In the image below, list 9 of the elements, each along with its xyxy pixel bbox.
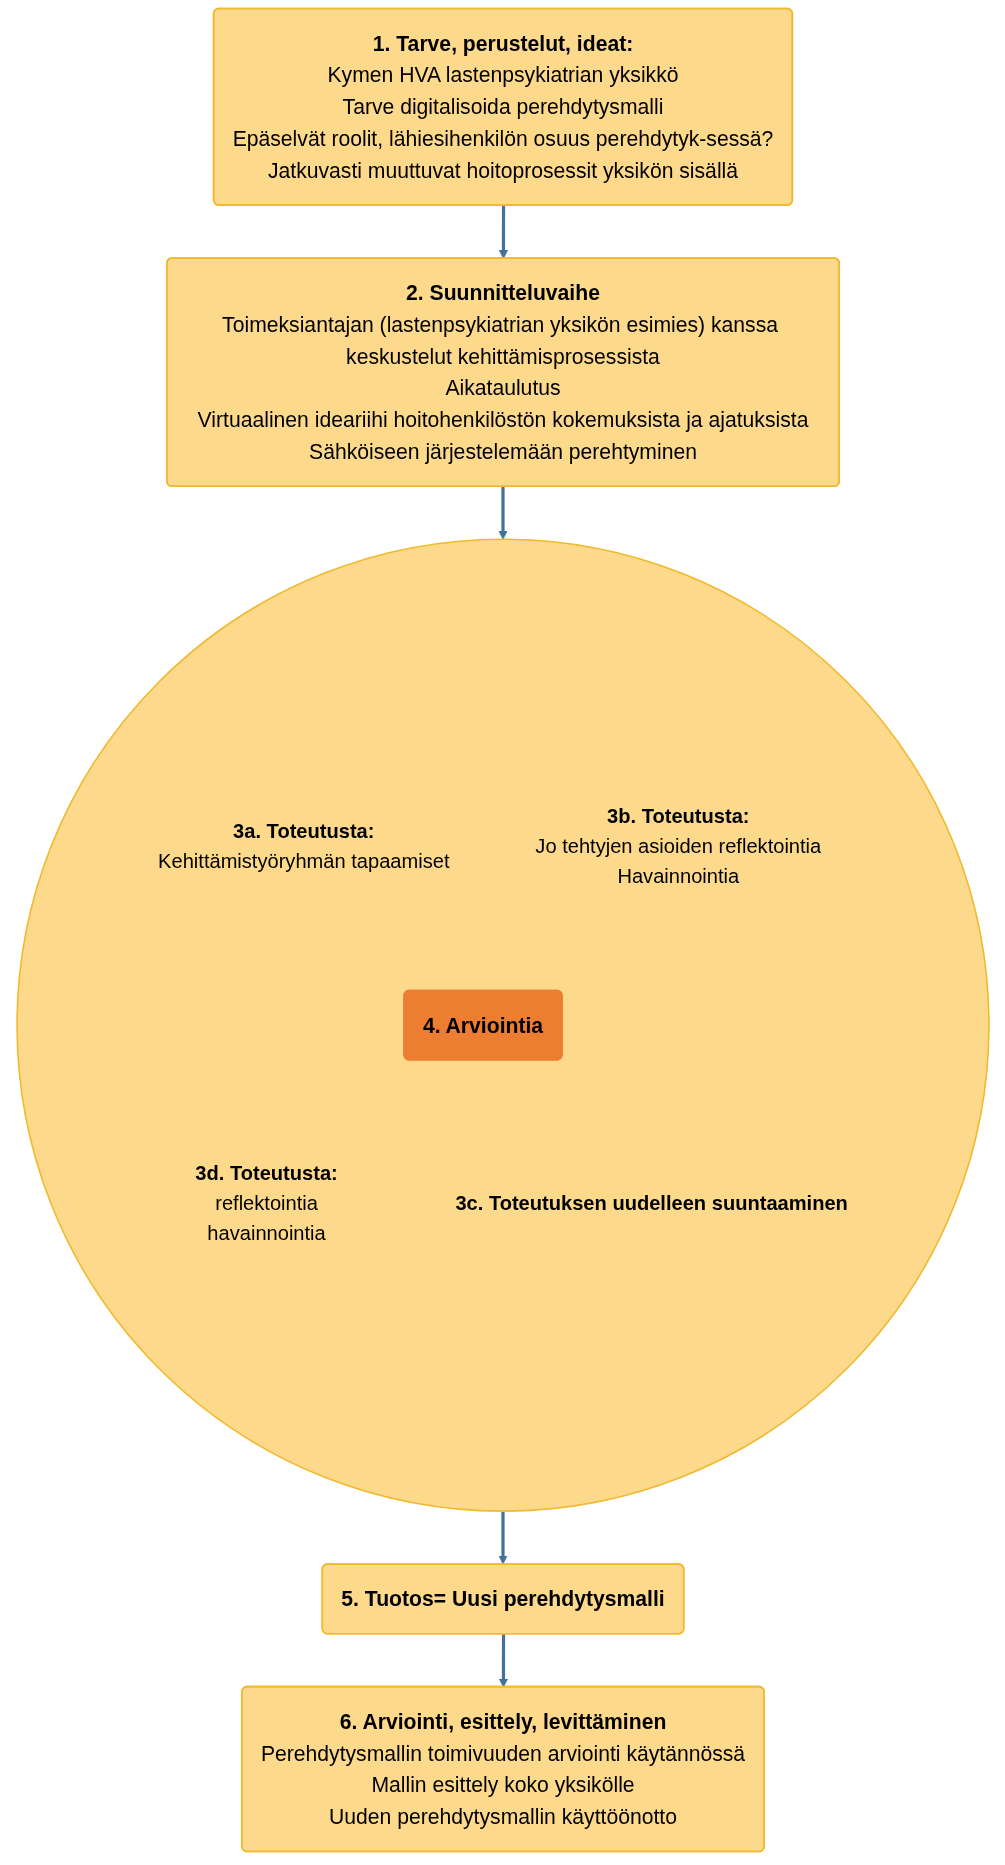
node-text: 3b. Toteutusta: Jo tehtyjen asioiden reflektointia Havainnointia xyxy=(534,804,821,888)
arrow xyxy=(497,1511,508,1565)
arrow xyxy=(498,205,508,259)
node-text: 3a. Toteutusta: Kehittämistyöryhmän tapaamiset xyxy=(157,819,449,873)
arrow xyxy=(497,486,508,540)
arrow xyxy=(498,1634,508,1688)
node-text: 3d. Toteutusta: reflektointia havainnointia xyxy=(194,1161,338,1244)
node-text: 3c. Toteutuksen uudelleen suuntaaminen xyxy=(454,1191,848,1214)
cluster xyxy=(15,538,990,1512)
